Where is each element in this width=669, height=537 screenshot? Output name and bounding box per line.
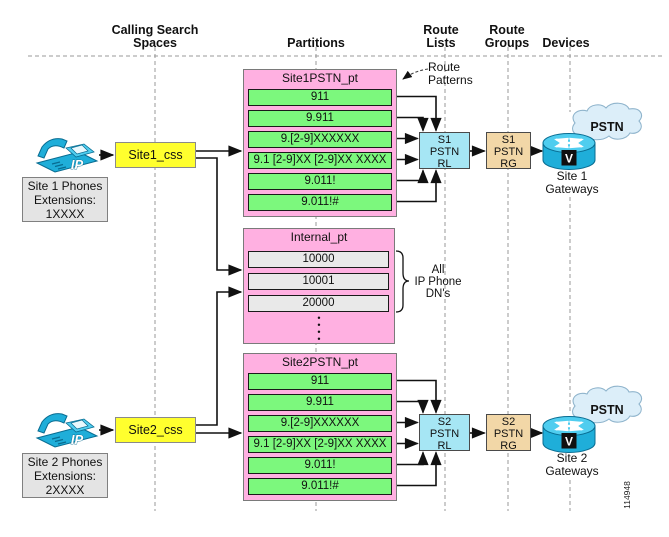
router-arrows-glyph (554, 420, 584, 432)
ellipsis-dots: • • • • (317, 313, 321, 344)
s2-row1-to-rl-arrow (397, 379, 442, 414)
route-pattern-row: 9.1 [2-9]XX [2-9]XX XXXX (248, 152, 392, 169)
site1-gateways-label: Site 1 Gateways (545, 169, 599, 196)
route-pattern-row: 911 (248, 373, 392, 390)
route-pattern-row: 9.911 (248, 110, 392, 127)
partition-internal: Internal_pt 10000 10001 20000 • • • • (243, 228, 395, 344)
router-arrows-glyph (554, 137, 584, 149)
figure-id: 114948 (622, 481, 632, 509)
phone-handset (37, 413, 68, 434)
header-route-lists: Route Lists (423, 23, 459, 50)
phone-body (35, 426, 99, 448)
partition-title: Site2PSTN_pt (281, 355, 359, 369)
site1-route-list-box: S1 PSTN RL (419, 132, 470, 170)
site2-phones-label: Site 2 Phones Extensions: 2XXXX (22, 453, 108, 498)
s1-row5-to-rl-arrow (397, 169, 429, 184)
s2-row6-to-rl-arrow (397, 451, 442, 487)
ip-phone-icon-site2: IP (35, 413, 99, 448)
dn-row: 20000 (248, 295, 389, 312)
header-calling-search-spaces: Calling Search Spaces (111, 23, 199, 50)
connector-arrows (99, 95, 544, 487)
phone-keypad (51, 436, 67, 445)
route-pattern-row: 911 (248, 89, 392, 106)
route-pattern-row: 9.[2-9]XXXXXX (248, 131, 392, 148)
route-pattern-row: 9.011! (248, 457, 392, 474)
phone-body (35, 151, 99, 173)
site1-phones-label: Site 1 Phones Extensions: 1XXXX (22, 177, 108, 222)
dn-group-brace-icon (395, 250, 410, 313)
pstn-cloud-icon-site2 (572, 385, 643, 424)
phone-screen (70, 419, 89, 430)
site1-route-group-box: S1 PSTN RG (486, 132, 531, 170)
site1-css-box: Site1_css (115, 142, 196, 168)
site1-pstn-cloud-label: PSTN (590, 120, 624, 134)
route-pattern-row: 9.011!# (248, 478, 392, 495)
route-pattern-row: 9.011!# (248, 194, 392, 211)
ip-phone-icon-site1: IP (35, 138, 99, 173)
partition-title: Internal_pt (290, 230, 348, 244)
phone-ip-label: IP (71, 432, 84, 447)
site2-route-group-box: S2 PSTN RG (486, 414, 531, 452)
header-route-groups: Route Groups (484, 23, 530, 50)
route-patterns-note: Route Patterns (428, 60, 473, 87)
phone-ip-label: IP (71, 157, 84, 172)
route-pattern-row: 9.011! (248, 173, 392, 190)
dn-row: 10001 (248, 273, 389, 290)
router-icon-site1: V (542, 133, 596, 170)
s2-row5-to-rl-arrow (397, 451, 429, 466)
phone-keypad (51, 161, 67, 170)
s2-row2-to-rl-arrow (397, 399, 429, 414)
partition-site1pstn: Site1PSTN_pt 911 9.911 9.[2-9]XXXXXX 9.1… (243, 69, 397, 217)
router-icon-site2: V (542, 416, 596, 453)
css1-to-internal-arrow (195, 157, 243, 276)
header-partitions: Partitions (287, 36, 345, 50)
route-pattern-row: 9.[2-9]XXXXXX (248, 415, 392, 432)
voice-badge (561, 433, 577, 449)
partition-site2pstn: Site2PSTN_pt 911 9.911 9.[2-9]XXXXXX 9.1… (243, 353, 397, 501)
route-patterns-callout-arrow (402, 68, 429, 80)
s1-row6-to-rl-arrow (397, 169, 442, 203)
route-pattern-row: 9.911 (248, 394, 392, 411)
s1-row1-to-rl-arrow (397, 95, 442, 132)
s1-row2-to-rl-arrow (397, 116, 429, 132)
pstn-cloud-icon-site1 (572, 102, 643, 141)
site2-gateways-label: Site 2 Gateways (545, 451, 599, 478)
site2-css-box: Site2_css (115, 417, 196, 443)
dn-row: 10000 (248, 251, 389, 268)
site2-pstn-cloud-label: PSTN (590, 403, 624, 417)
site2-route-list-box: S2 PSTN RL (419, 414, 470, 452)
phone-handset (37, 138, 68, 159)
voice-badge-label: V (565, 152, 573, 166)
css2-to-internal-arrow (195, 286, 243, 426)
voice-badge (561, 150, 577, 166)
dn-note: All IP Phone DN's (414, 264, 462, 300)
voice-badge-label: V (565, 435, 573, 449)
header-devices: Devices (542, 36, 590, 50)
partition-title: Site1PSTN_pt (281, 71, 359, 85)
phone-screen (70, 144, 89, 155)
route-pattern-row: 9.1 [2-9]XX [2-9]XX XXXX (248, 436, 392, 453)
